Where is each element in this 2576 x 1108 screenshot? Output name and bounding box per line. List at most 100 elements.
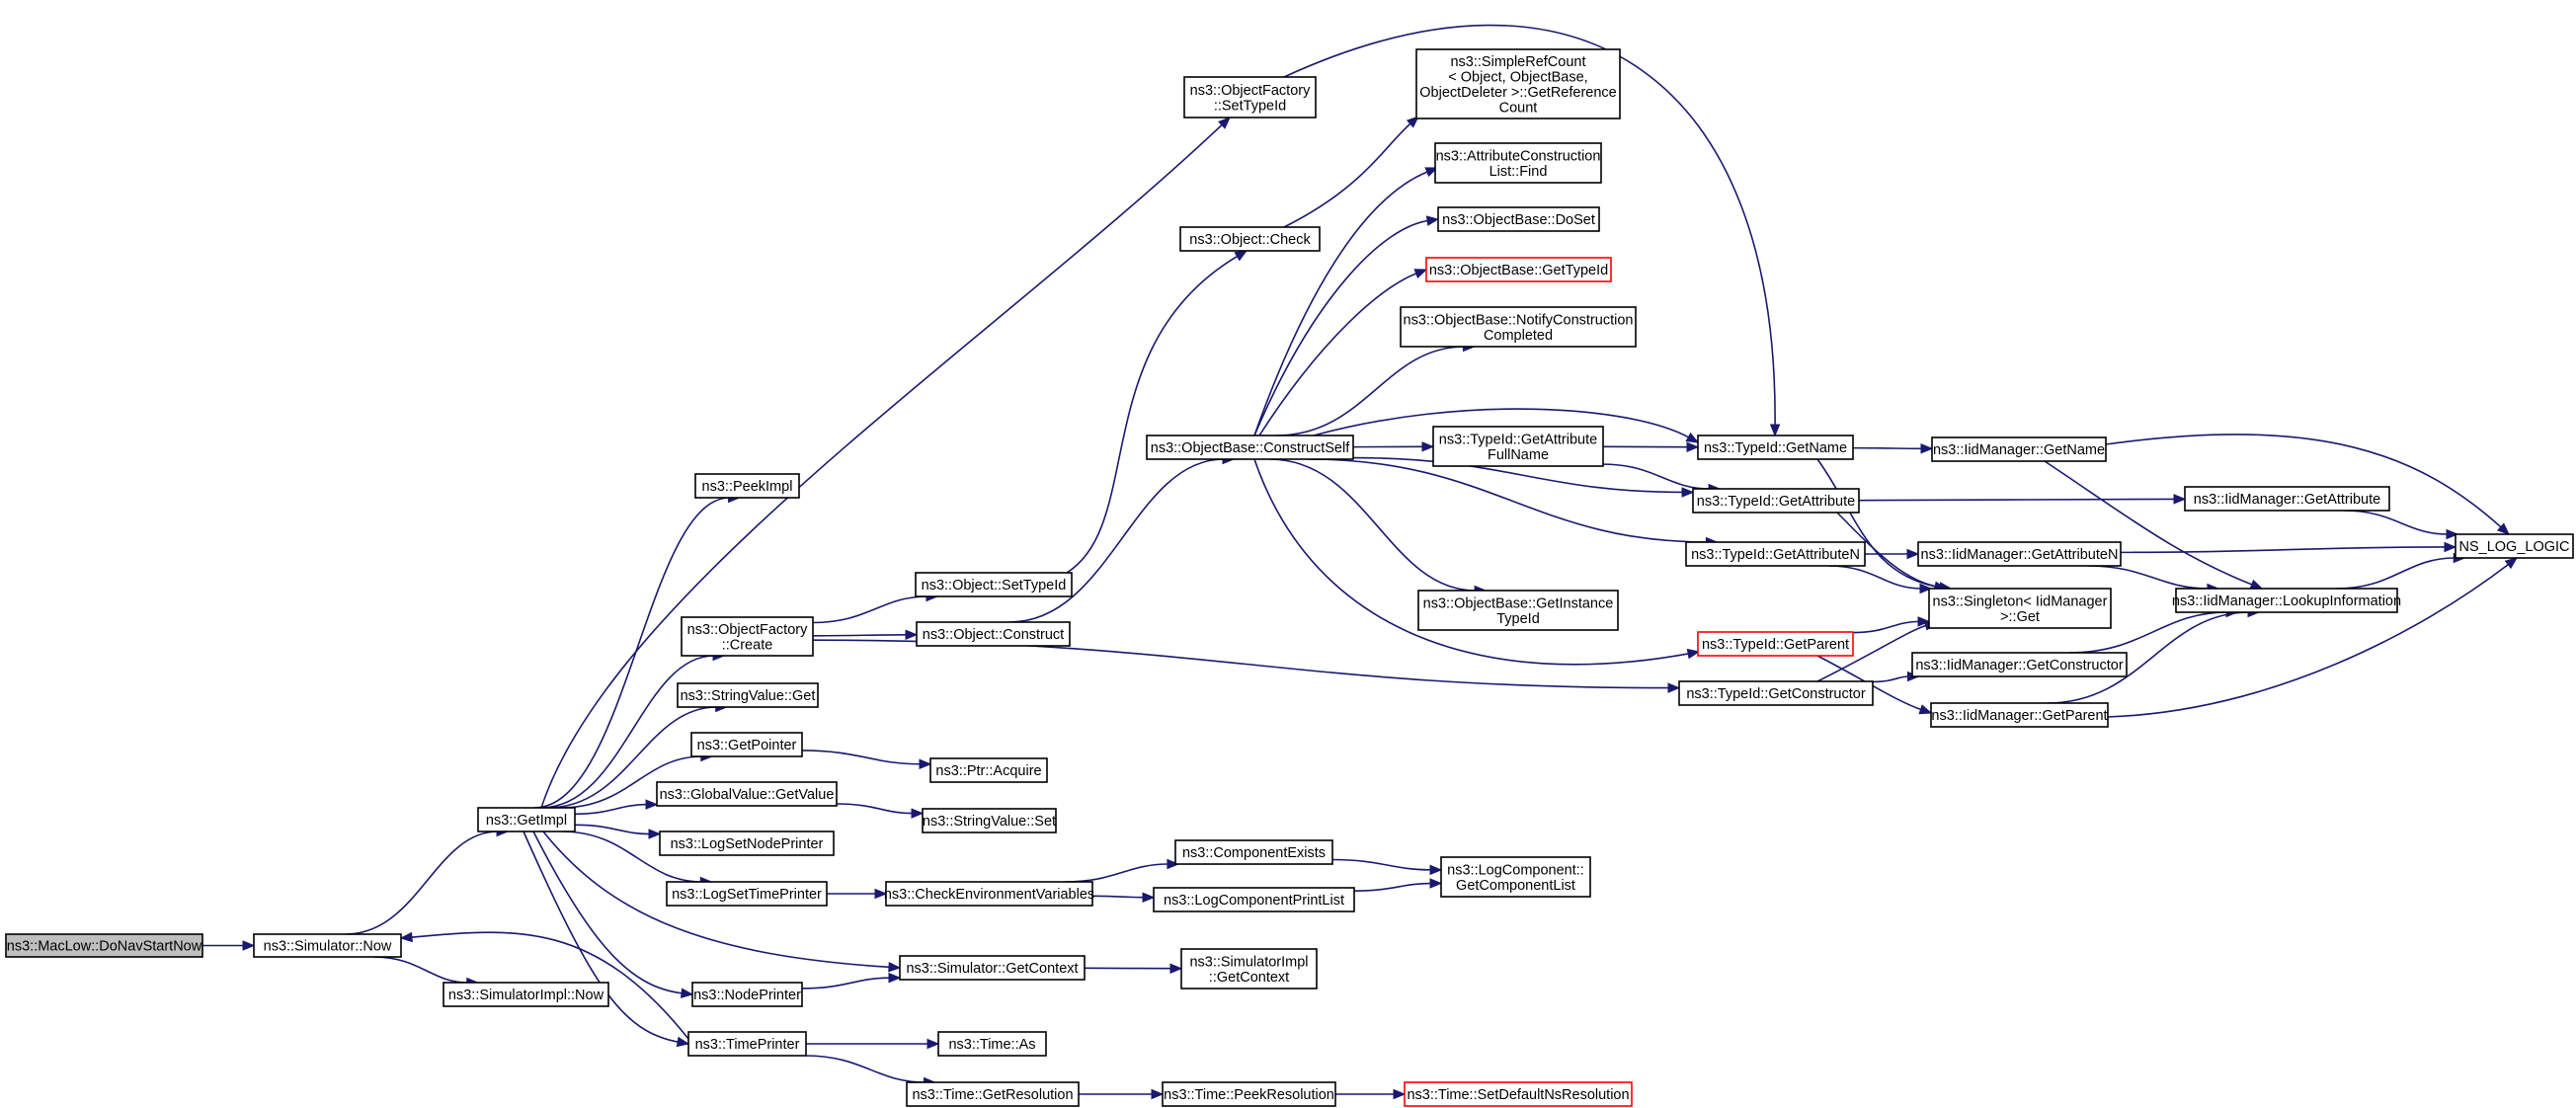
node-box	[1931, 436, 2107, 462]
node-label: ns3::LogSetTimePrinter	[672, 887, 822, 903]
node-timeAs[interactable]: ns3::Time::As	[937, 1031, 1047, 1057]
node-label: Completed	[1484, 328, 1553, 344]
node-logSetTime[interactable]: ns3::LogSetTimePrinter	[666, 881, 828, 907]
node-svSet[interactable]: ns3::StringValue::Set	[922, 808, 1057, 833]
edge-line	[1065, 863, 1168, 883]
node-tidGetAttributeN[interactable]: ns3::TypeId::GetAttributeN	[1685, 541, 1866, 567]
edge-obConstructSelf-to-tidGetName	[1313, 408, 1700, 443]
node-box	[1153, 887, 1355, 912]
node-objConstruct[interactable]: ns3::Object::Construct	[916, 621, 1071, 647]
node-objSetTypeId[interactable]: ns3::Object::SetTypeId	[915, 572, 1073, 597]
node-box	[929, 757, 1048, 783]
node-obGetTypeId[interactable]: ns3::ObjectBase::GetTypeId	[1425, 257, 1612, 282]
node-objCheck[interactable]: ns3::Object::Check	[1179, 226, 1321, 252]
arrowhead	[919, 758, 932, 769]
node-checkEnv[interactable]: ns3::CheckEnvironmentVariables	[884, 881, 1094, 907]
edge-tidGetName-to-iidGetName	[1852, 443, 1934, 454]
node-getImpl[interactable]: ns3::GetImpl	[477, 807, 576, 832]
node-label: ns3::ObjectBase::ConstructSelf	[1151, 440, 1350, 456]
node-nsLogLogic[interactable]: NS_LOG_LOGIC	[2455, 533, 2574, 559]
arrowhead	[1169, 963, 1183, 974]
node-simGetContext[interactable]: ns3::Simulator::GetContext	[899, 955, 1086, 981]
node-label: ns3::Time::As	[948, 1037, 1035, 1053]
node-box	[477, 807, 576, 832]
node-iidGetName[interactable]: ns3::IidManager::GetName	[1931, 436, 2107, 462]
edge-ofCreate-to-objConstruct	[812, 629, 919, 641]
arrowhead	[1686, 441, 1700, 452]
edge-iidGetName-to-nsLogLogic	[2105, 434, 2510, 535]
arrowhead	[2496, 522, 2510, 535]
node-tidGetConstructor[interactable]: ns3::TypeId::GetConstructor	[1678, 680, 1874, 706]
node-macLow[interactable]: ns3::MacLow::DoNavStartNow	[5, 933, 203, 958]
node-simImplNow[interactable]: ns3::SimulatorImpl::Now	[443, 982, 609, 1007]
edge-line	[1602, 463, 1711, 490]
arrowhead	[1218, 117, 1231, 129]
edge-line	[1313, 408, 1690, 438]
edge-obConstructSelf-to-tidGetAttribute	[1352, 456, 1695, 498]
edge-obConstructSelf-to-tidGetAttributeN	[1308, 458, 1719, 548]
edge-line	[410, 931, 689, 1040]
node-nodePrinter[interactable]: ns3::NodePrinter	[691, 982, 803, 1007]
node-box	[1697, 631, 1854, 657]
arrowhead	[2249, 579, 2264, 590]
arrowhead	[2504, 557, 2519, 570]
edge-gvGetValue-to-svSet	[836, 803, 925, 819]
node-box	[1146, 435, 1354, 460]
edge-line	[812, 595, 927, 624]
node-getPointer[interactable]: ns3::GetPointer	[690, 732, 803, 757]
node-timeGetRes[interactable]: ns3::Time::GetResolution	[906, 1081, 1080, 1107]
edge-line	[532, 831, 684, 994]
node-obConstructSelf[interactable]: ns3::ObjectBase::ConstructSelf	[1146, 435, 1354, 460]
node-simNow[interactable]: ns3::Simulator::Now	[253, 933, 402, 958]
edge-line	[2105, 434, 2503, 528]
node-tidGetName[interactable]: ns3::TypeId::GetName	[1697, 435, 1854, 460]
node-compExists[interactable]: ns3::ComponentExists	[1174, 839, 1333, 865]
node-svGet[interactable]: ns3::StringValue::Get	[677, 682, 819, 708]
arrowhead	[874, 888, 888, 900]
node-timePeekRes[interactable]: ns3::Time::PeekResolution	[1162, 1081, 1336, 1107]
node-timeSetDefault[interactable]: ns3::Time::SetDefaultNsResolution	[1404, 1081, 1633, 1107]
node-label: ns3::SimulatorImpl::Now	[448, 988, 604, 1003]
node-iidGetParent[interactable]: ns3::IidManager::GetParent	[1930, 702, 2109, 728]
node-tidGetParent[interactable]: ns3::TypeId::GetParent	[1697, 631, 1854, 657]
node-gvGetValue[interactable]: ns3::GlobalValue::GetValue	[656, 781, 838, 807]
node-obDoSet[interactable]: ns3::ObjectBase::DoSet	[1437, 206, 1600, 232]
node-ofSetTypeId[interactable]: ns3::ObjectFactory::SetTypeId	[1183, 76, 1317, 119]
node-box	[1911, 652, 2128, 677]
node-iidGetAttribute[interactable]: ns3::IidManager::GetAttribute	[2184, 486, 2390, 512]
node-ofCreate[interactable]: ns3::ObjectFactory::Create	[681, 616, 814, 657]
node-iidGetConstructor[interactable]: ns3::IidManager::GetConstructor	[1911, 652, 2128, 677]
edge-line	[812, 633, 908, 637]
edge-line	[1253, 458, 1690, 666]
node-peekImpl[interactable]: ns3::PeekImpl	[694, 473, 800, 499]
node-tidGetAttribute[interactable]: ns3::TypeId::GetAttribute	[1692, 488, 1860, 514]
edge-macLow-to-simNow	[202, 940, 256, 951]
node-simpleRef[interactable]: ns3::SimpleRefCount< Object, ObjectBase,…	[1415, 48, 1621, 119]
node-ptrAcquire[interactable]: ns3::Ptr::Acquire	[929, 757, 1048, 783]
node-label: ns3::SimpleRefCount	[1450, 54, 1585, 70]
node-singletonGet[interactable]: ns3::Singleton< IidManager>::Get	[1928, 588, 2112, 629]
edge-line	[1836, 512, 1942, 589]
node-label: ns3::TypeId::GetAttributeN	[1691, 547, 1860, 563]
node-box	[1432, 426, 1604, 467]
node-iidGetAttributeN[interactable]: ns3::IidManager::GetAttributeN	[1917, 541, 2122, 567]
edge-getImpl-to-logSetNode	[574, 824, 662, 839]
arrowhead	[888, 962, 902, 973]
node-obNotify[interactable]: ns3::ObjectBase::NotifyConstructionCompl…	[1400, 306, 1637, 348]
node-logCompPrintList[interactable]: ns3::LogComponentPrintList	[1153, 887, 1355, 912]
node-label: ns3::CheckEnvironmentVariables	[884, 887, 1094, 903]
node-logCompGetList[interactable]: ns3::LogComponent::GetComponentList	[1440, 856, 1591, 898]
node-timePrinter[interactable]: ns3::TimePrinter	[687, 1031, 807, 1057]
node-label: ns3::TypeId::GetAttribute	[1439, 432, 1597, 447]
node-label: ns3::Simulator::Now	[264, 939, 392, 955]
node-simImplGetContext[interactable]: ns3::SimulatorImpl::GetContext	[1180, 948, 1318, 989]
node-label: ns3::Object::Construct	[923, 627, 1064, 643]
node-iidLookup[interactable]: ns3::IidManager::LookupInformation	[2172, 588, 2401, 613]
node-logSetNode[interactable]: ns3::LogSetNodePrinter	[659, 831, 835, 856]
edge-getImpl-to-gvGetValue	[574, 799, 659, 816]
node-label: ns3::TypeId::GetConstructor	[1686, 686, 1866, 702]
arrowhead	[1769, 424, 1781, 437]
